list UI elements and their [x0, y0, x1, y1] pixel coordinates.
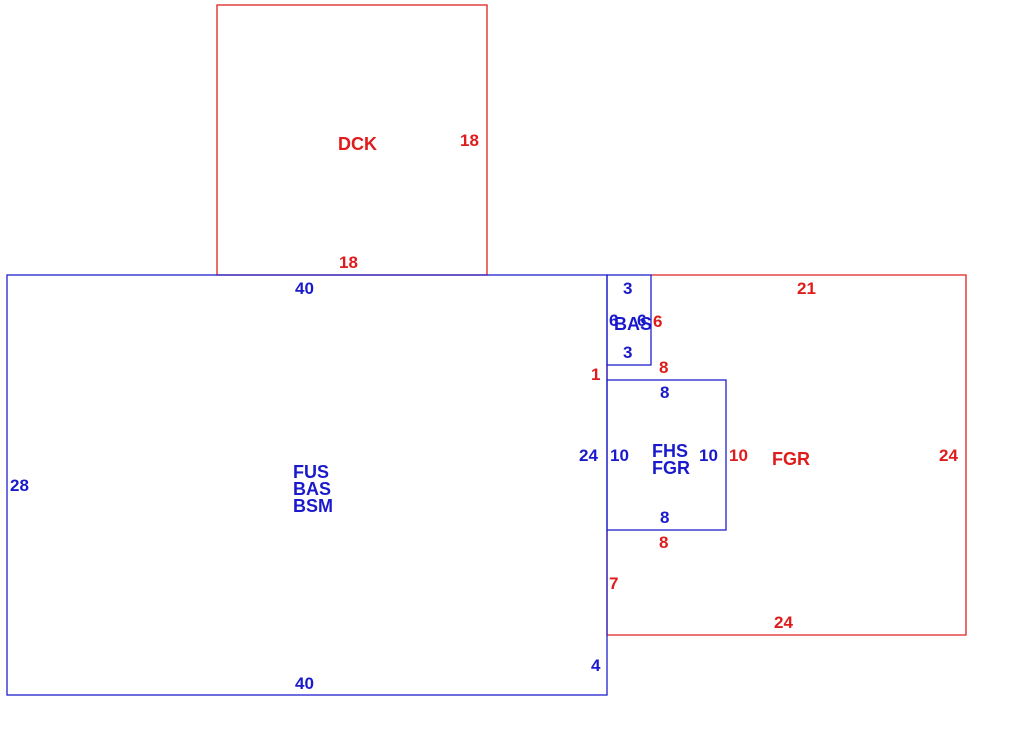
garage-right-dimension: 24	[939, 446, 958, 465]
deck-area-label: DCK	[338, 134, 377, 154]
fhs-outline	[606, 379, 727, 531]
bas-area-label: BAS	[614, 314, 652, 334]
deck-bottom-dimension: 18	[339, 253, 358, 272]
fhs-top-dimension: 8	[660, 383, 669, 402]
main-top-dimension: 40	[295, 279, 314, 298]
main-area-code-2: BAS	[293, 479, 331, 499]
fhs-bottom-exterior-dimension: 8	[659, 533, 668, 552]
fhs-right-exterior-dimension: 10	[729, 446, 748, 465]
garage-left-upper-dimension: 1	[591, 365, 600, 384]
fhs-top-exterior-dimension: 8	[659, 358, 668, 377]
bas-bottom-dimension: 3	[623, 343, 632, 362]
small-bas-outline	[606, 274, 652, 366]
garage-top-dimension: 21	[797, 279, 816, 298]
main-left-dimension: 28	[10, 476, 29, 495]
main-area-code-3: BSM	[293, 496, 333, 516]
main-right-upper-dimension: 24	[579, 446, 598, 465]
main-right-lower-dimension: 4	[591, 656, 601, 675]
deck-right-dimension: 18	[460, 131, 479, 150]
fhs-bottom-dimension: 8	[660, 508, 669, 527]
garage-area-label: FGR	[772, 449, 810, 469]
bas-right-dimension: 6	[637, 311, 646, 330]
fhs-left-dimension: 10	[610, 446, 629, 465]
garage-left-lower-dimension: 7	[609, 574, 618, 593]
main-area-code-1: FUS	[293, 462, 329, 482]
bas-right-exterior-dimension: 6	[653, 312, 662, 331]
garage-bottom-dimension: 24	[774, 613, 793, 632]
fhs-right-dimension: 10	[699, 446, 718, 465]
bas-left-dimension: 6	[609, 311, 618, 330]
bas-top-dimension: 3	[623, 279, 632, 298]
garage-outline	[607, 274, 967, 636]
fhs-area-code-1: FHS	[652, 441, 688, 461]
fhs-area-code-2: FGR	[652, 458, 690, 478]
main-bottom-dimension: 40	[295, 674, 314, 693]
